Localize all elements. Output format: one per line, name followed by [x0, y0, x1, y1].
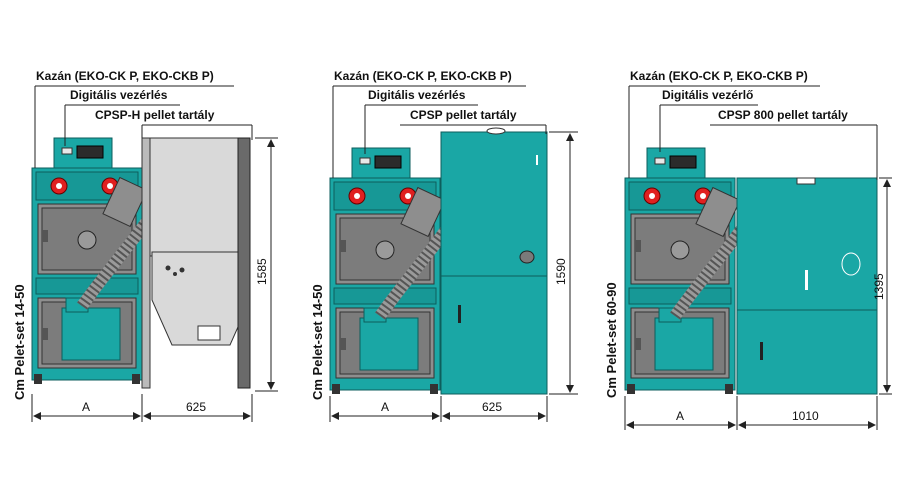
set-label: Cm Pelet-set 14-50	[12, 284, 27, 400]
boiler-label: Kazán (EKO-CK P, EKO-CKB P)	[36, 69, 214, 83]
cpsp-800-tank	[736, 177, 878, 395]
control-label: Digitális vezérlő	[662, 88, 753, 102]
set-label: Cm Pelet-set 60-90	[604, 282, 619, 398]
width-a: A	[82, 400, 90, 414]
tank-label: CPSP pellet tartály	[410, 108, 517, 122]
control-label: Digitális vezérlés	[70, 88, 168, 102]
boiler-label: Kazán (EKO-CK P, EKO-CKB P)	[334, 69, 512, 83]
height-dimension: 1590	[554, 258, 568, 285]
tank-label: CPSP-H pellet tartály	[95, 108, 215, 122]
height-dimension: 1585	[255, 258, 269, 285]
panel-2: Kazán (EKO-CK P, EKO-CKB P) Digitális ve…	[310, 69, 578, 422]
control-label: Digitális vezérlés	[368, 88, 466, 102]
width-tank: 625	[482, 400, 502, 414]
width-tank: 625	[186, 400, 206, 414]
panel-3: Kazán (EKO-CK P, EKO-CKB P) Digitális ve…	[604, 69, 892, 430]
width-a: A	[381, 400, 389, 414]
tank-label: CPSP 800 pellet tartály	[718, 108, 848, 122]
width-tank: 1010	[792, 409, 819, 423]
boiler-label: Kazán (EKO-CK P, EKO-CKB P)	[630, 69, 808, 83]
width-a: A	[676, 409, 684, 423]
cpsp-tank	[440, 127, 548, 395]
set-label: Cm Pelet-set 14-50	[310, 284, 325, 400]
cpsp-h-hopper	[141, 137, 251, 389]
height-dimension: 1395	[872, 273, 886, 300]
panel-1: Kazán (EKO-CK P, EKO-CKB P) Digitális ve…	[12, 69, 278, 422]
